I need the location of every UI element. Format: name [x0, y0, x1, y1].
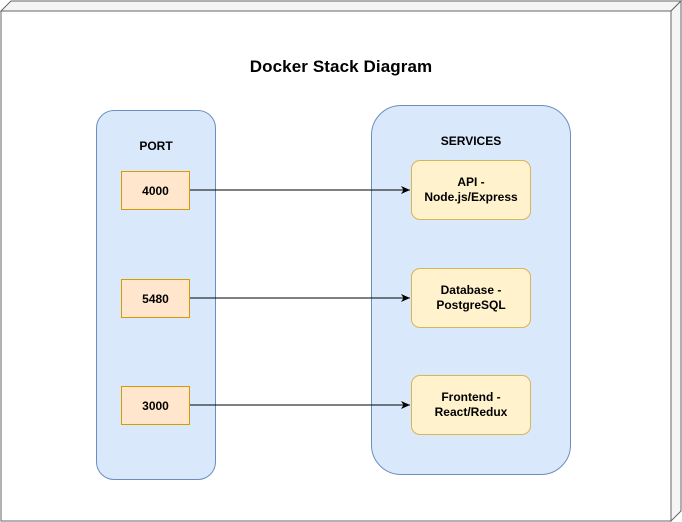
service-box-frontend: Frontend - React/Redux: [411, 375, 531, 435]
frame-top-face: [0, 0, 682, 12]
services-group-label: SERVICES: [440, 134, 502, 148]
port-box-frontend: 3000: [121, 386, 190, 425]
port-group-label: PORT: [139, 139, 173, 153]
port-box-api: 4000: [121, 171, 190, 210]
service-label-api: API - Node.js/Express: [424, 175, 518, 204]
service-label-database: Database - PostgreSQL: [436, 283, 506, 312]
port-box-database: 5480: [121, 279, 190, 318]
service-box-database: Database - PostgreSQL: [411, 268, 531, 328]
frame-side-face: [670, 0, 682, 522]
service-label-frontend: Frontend - React/Redux: [434, 390, 508, 419]
diagram-title: Docker Stack Diagram: [249, 57, 433, 76]
service-box-api: API - Node.js/Express: [411, 160, 531, 220]
